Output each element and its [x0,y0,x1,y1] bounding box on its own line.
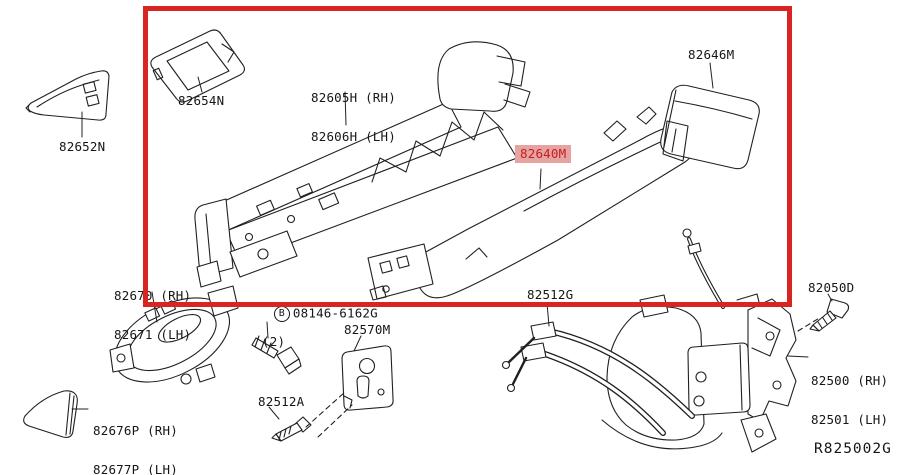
part-label-82676p-82677p: 82676P (RH) 82677P (LH) [93,398,178,475]
part-label-82640m-highlighted: 82640M [515,145,572,163]
bolt-part-number: 08146-6162G [292,305,378,321]
diagram-ref-code: R825002G [814,441,892,457]
part-label-82512g: 82512G [527,287,574,302]
part-label-line: 82670 (RH) [114,288,192,303]
part-label-line: 82671 (LH) [114,327,192,342]
part-label-82570m: 82570M [344,322,391,337]
bolt-08146-drawing [251,335,302,375]
part-label-line: 82677P (LH) [93,462,178,475]
part-label-line: 82605H (RH) [311,90,396,105]
part-label-82512a: 82512A [258,394,305,409]
assembly-dashed-lines [305,316,822,438]
bolt-quantity: (2) [262,334,286,349]
inside-handle-82670-drawing [109,285,239,385]
part-label-82605h-82606h: 82605H (RH) 82606H (LH) [311,65,396,169]
part-label-line: 82501 (LH) [811,412,889,427]
bolt-82050d-drawing [809,298,850,332]
part-label-82050d: 82050D [808,280,855,295]
striker-82570m-drawing [341,345,394,411]
part-label-82670-82671: 82670 (RH) 82671 (LH) [114,263,191,367]
part-label-82646m: 82646M [688,47,735,62]
circled-b-badge: B [273,306,290,322]
leader-lines [71,62,833,420]
screw-82512a-drawing [271,416,312,442]
lock-actuator-82500-drawing [601,293,797,453]
gasket-82652n-drawing [25,70,110,121]
part-label-line: 82606H (LH) [311,129,396,144]
part-label-line: 82500 (RH) [811,373,889,388]
bracket-82605h-drawing [194,41,531,288]
part-label-82652n: 82652N [59,139,106,154]
lock-cables-82512g-drawing [501,321,695,436]
part-label-82654n: 82654N [178,93,225,108]
cap-82676p-drawing [23,390,78,438]
cap-82646m-drawing [660,84,760,170]
part-label-line: 82676P (RH) [93,423,178,438]
lock-rod-cable-drawing [682,228,725,309]
part-label-82500-82501: 82500 (RH) 82501 (LH) [811,348,888,452]
bezel-82654n-drawing [150,29,246,103]
